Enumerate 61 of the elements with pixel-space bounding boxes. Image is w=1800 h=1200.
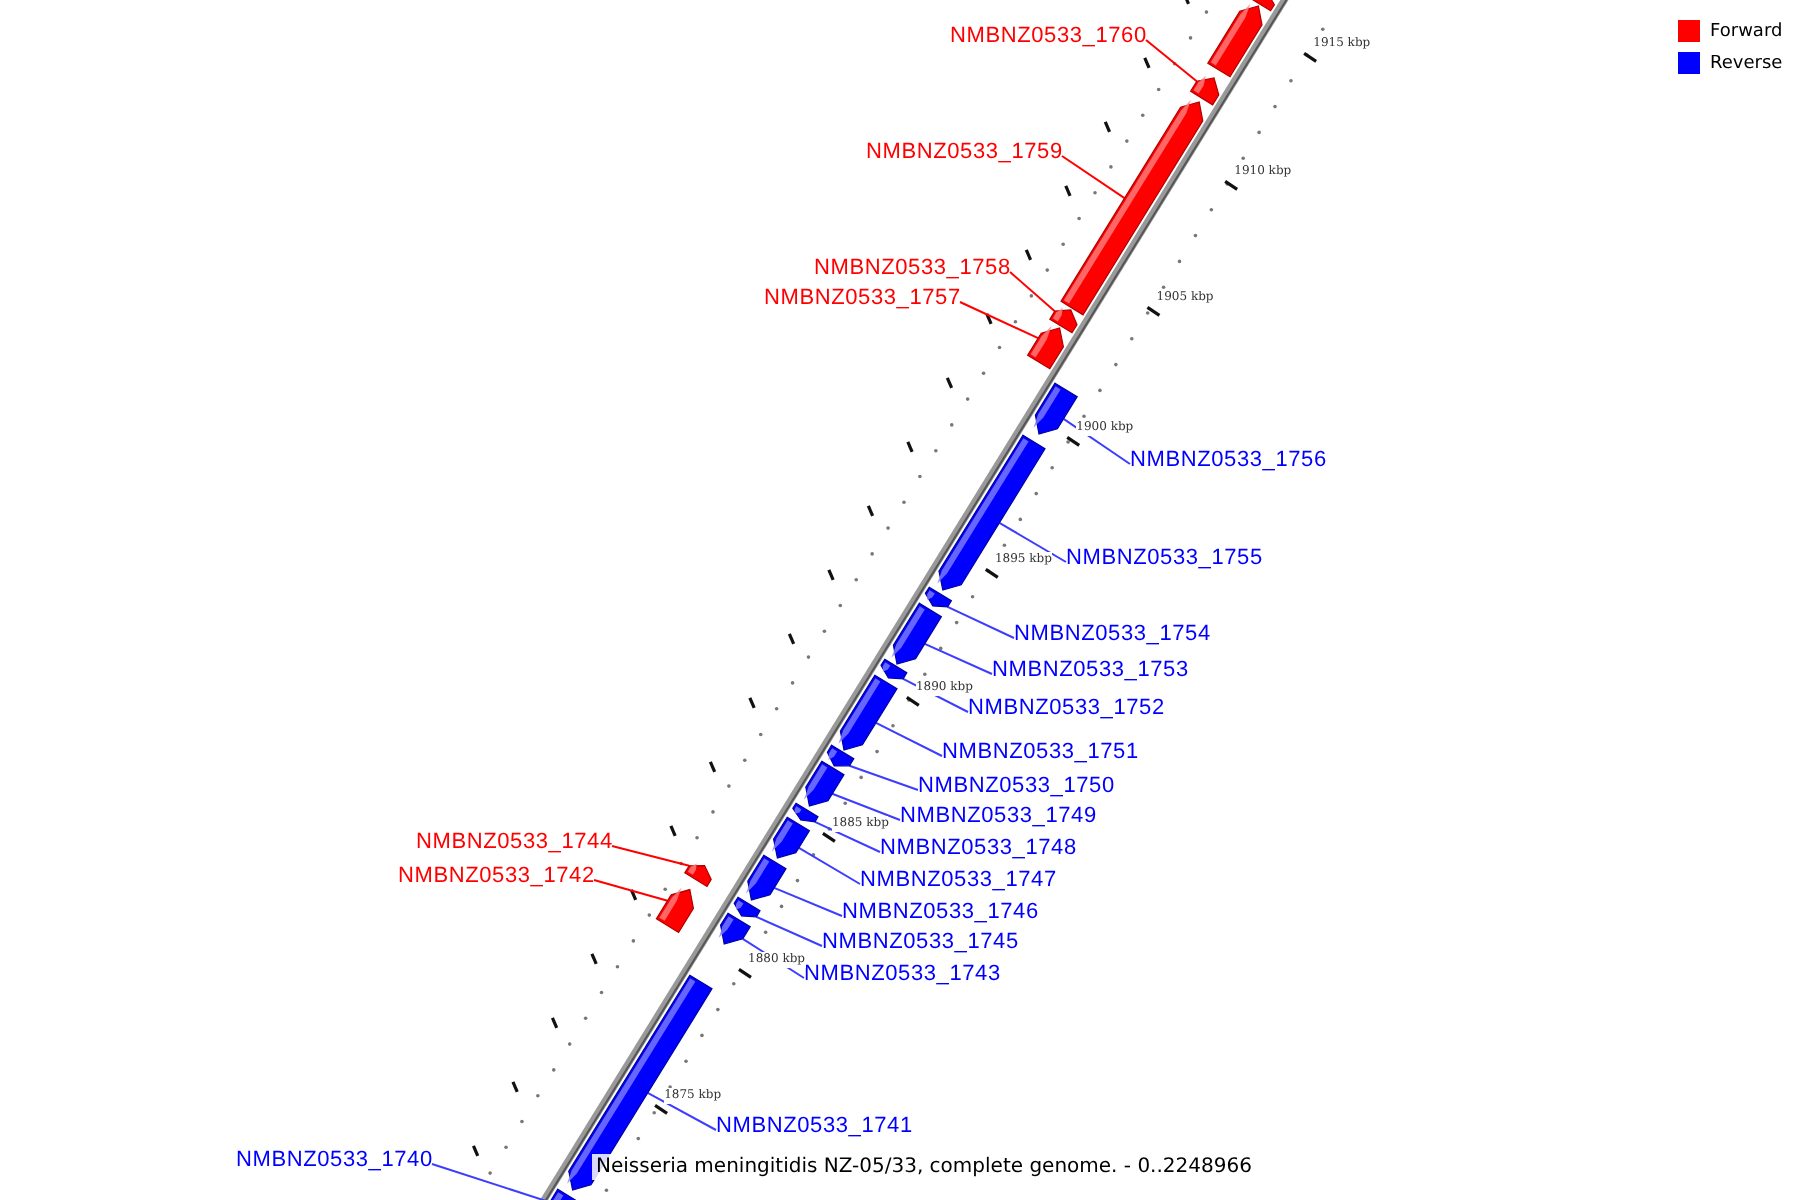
leader-line xyxy=(1061,155,1126,200)
leader-line xyxy=(998,521,1067,563)
gene-block xyxy=(803,760,845,807)
gene-block xyxy=(891,602,943,665)
leader-line xyxy=(875,721,943,757)
leader-line xyxy=(431,1163,551,1200)
gene-block xyxy=(880,658,908,680)
leader-line xyxy=(831,792,901,821)
gene-label: NMBNZ0533_1743 xyxy=(804,961,1001,987)
gene-block xyxy=(745,854,787,901)
gene-block xyxy=(826,744,855,767)
caption: Neisseria meningitidis NZ-05/33, complete genome. - 0..2248966 xyxy=(592,1154,1256,1180)
gene-label: NMBNZ0533_1753 xyxy=(992,657,1189,683)
gene-label: NMBNZ0533_1751 xyxy=(942,739,1139,765)
leader-line xyxy=(923,642,993,675)
gene-label: NMBNZ0533_1744 xyxy=(416,829,613,855)
leader-line xyxy=(1145,39,1198,83)
gene-label: NMBNZ0533_1760 xyxy=(950,23,1147,49)
gene-label: NMBNZ0533_1742 xyxy=(398,863,595,889)
gene-label: NMBNZ0533_1755 xyxy=(1066,545,1263,571)
gene-label: NMBNZ0533_1759 xyxy=(866,139,1063,165)
leader-line xyxy=(946,605,1015,639)
leader-line xyxy=(755,915,823,947)
gene-label: NMBNZ0533_1756 xyxy=(1130,447,1327,473)
gene-label: NMBNZ0533_1754 xyxy=(1014,621,1211,647)
legend-label: Forward xyxy=(1710,20,1783,44)
leader-line xyxy=(848,764,919,791)
leader-line xyxy=(959,301,1040,340)
gene-block xyxy=(733,896,761,918)
gene-label: NMBNZ0533_1757 xyxy=(764,285,961,311)
gene-block xyxy=(718,912,752,945)
leader-line xyxy=(611,845,691,867)
gene-block xyxy=(838,674,898,751)
gene-label: NMBNZ0533_1745 xyxy=(822,929,1019,955)
gene-label: NMBNZ0533_1747 xyxy=(860,867,1057,893)
leader-line xyxy=(1009,271,1056,313)
leader-line xyxy=(797,846,861,885)
gene-label: NMBNZ0533_1752 xyxy=(968,695,1165,721)
gene-block xyxy=(792,802,819,823)
gene-block xyxy=(1033,382,1079,435)
leader-line xyxy=(646,1091,717,1131)
gene-block xyxy=(547,1188,581,1200)
legend-label: Reverse xyxy=(1710,52,1783,76)
leader-line xyxy=(1062,417,1131,465)
gene-block xyxy=(771,816,811,859)
gene-label: NMBNZ0533_1758 xyxy=(814,255,1011,281)
leader-line xyxy=(773,886,843,917)
gene-block xyxy=(1026,325,1065,370)
gene-block xyxy=(655,887,695,934)
gene-label: NMBNZ0533_1746 xyxy=(842,899,1039,925)
gene-block xyxy=(924,586,953,608)
leader-line xyxy=(593,879,669,902)
gene-block xyxy=(1189,75,1220,106)
gene-label: NMBNZ0533_1749 xyxy=(900,803,1097,829)
gene-label: NMBNZ0533_1740 xyxy=(236,1147,433,1173)
gene-block xyxy=(683,863,712,888)
gene-block xyxy=(1206,3,1263,78)
leader-line xyxy=(813,820,881,853)
gene-label: NMBNZ0533_1741 xyxy=(716,1113,913,1139)
gene-label: NMBNZ0533_1750 xyxy=(918,773,1115,799)
gene-label: NMBNZ0533_1748 xyxy=(880,835,1077,861)
